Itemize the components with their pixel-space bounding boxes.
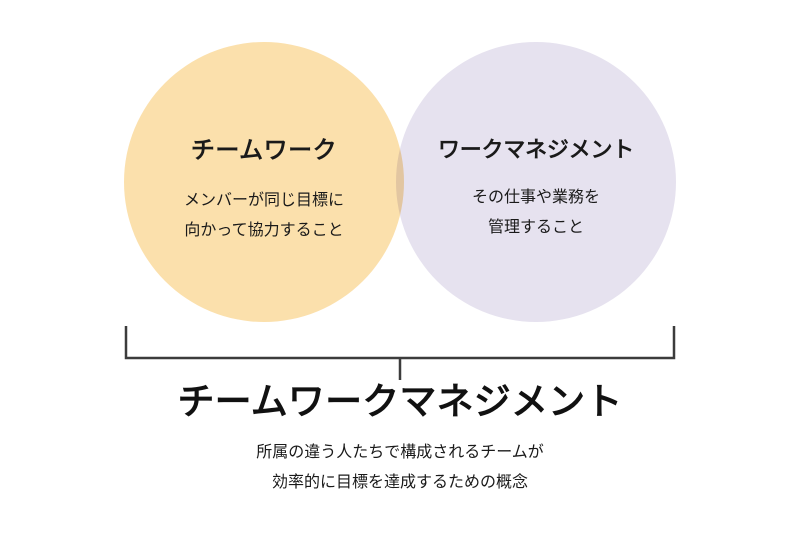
summary-description-line-2: 効率的に目標を達成するための概念 <box>271 473 528 491</box>
summary-block: チームワークマネジメント 所属の違う人たちで構成されるチームが 効率的に目標を達… <box>0 381 800 498</box>
venn-circle-teamwork <box>124 42 404 322</box>
venn-circles-area <box>124 42 676 322</box>
summary-description-line-1: 所属の違う人たちで構成されるチームが <box>256 443 544 461</box>
venn-circle-work-management <box>396 42 676 322</box>
summary-description: 所属の違う人たちで構成されるチームが 効率的に目標を達成するための概念 <box>0 438 800 498</box>
summary-title: チームワークマネジメント <box>177 381 623 422</box>
